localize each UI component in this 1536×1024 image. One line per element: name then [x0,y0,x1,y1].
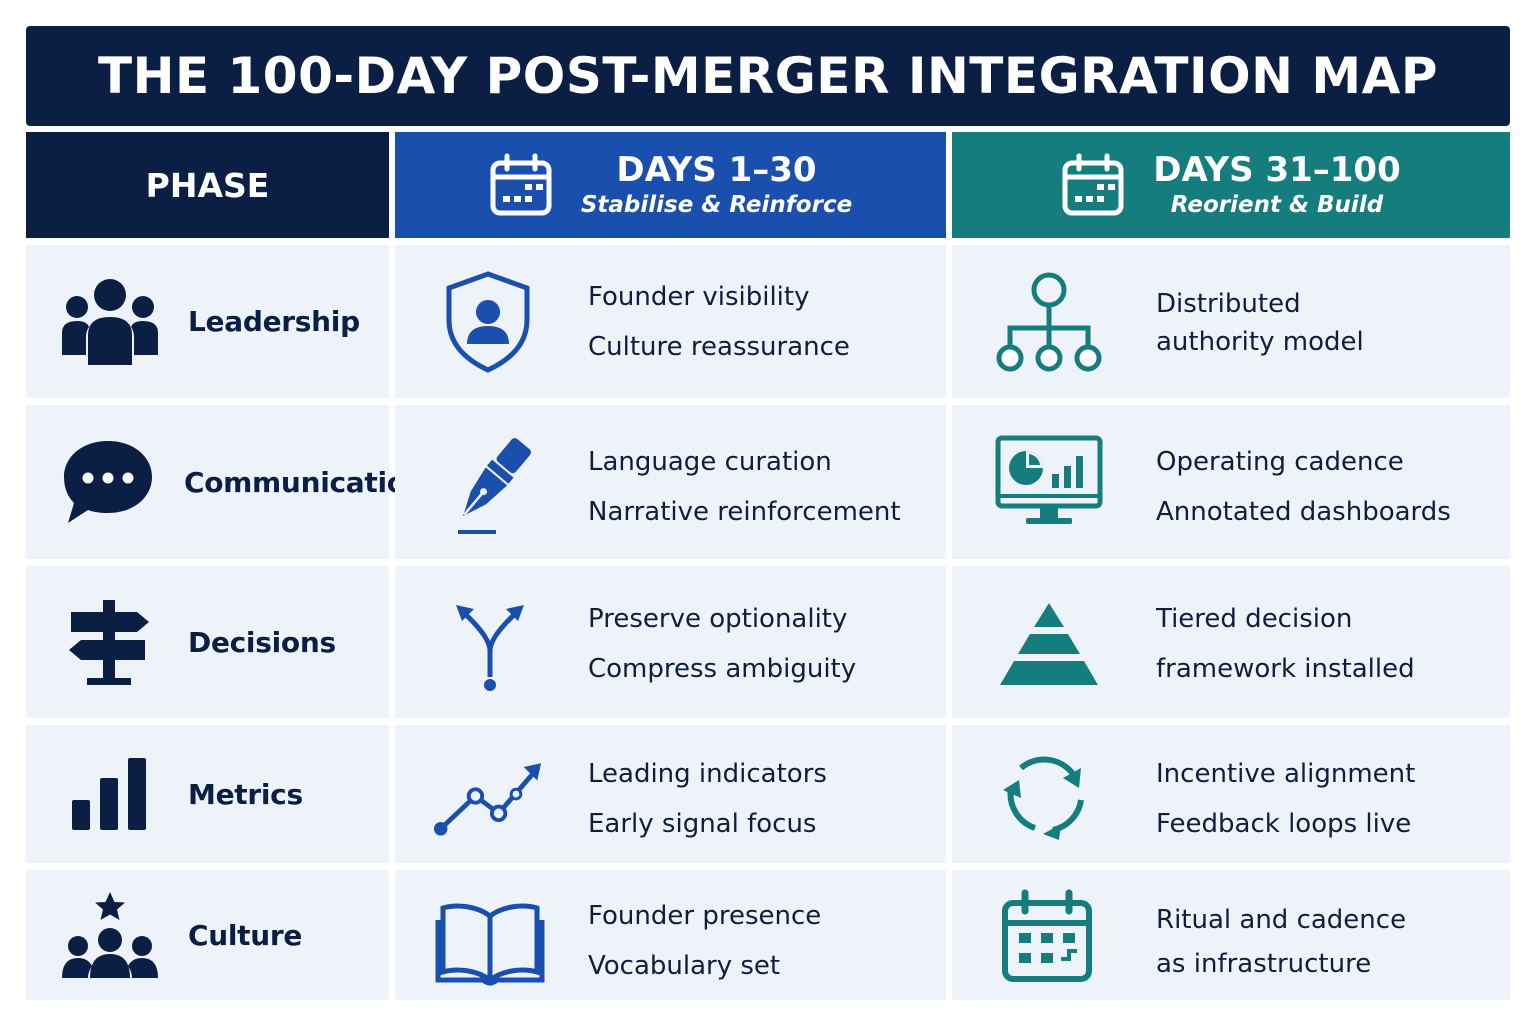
task-cell-communication-a: Language curation Narrative reinforcemen… [395,405,946,559]
header-subtitle: Stabilise & Reinforce [580,192,853,218]
phase-label: Communication [184,465,426,499]
task-line: Founder visibility [588,282,810,312]
task-cell-metrics-b: Incentive alignment Feedback loops live [952,725,1510,863]
task-line: Incentive alignment [1156,759,1416,789]
task-cell-metrics-a: Leading indicators Early signal focus [395,725,946,863]
shield-user-icon [433,267,543,377]
header-days-label: DAYS 31–100 [1153,150,1401,190]
phase-cell-culture: Culture [26,870,389,1000]
header-subtitle: Reorient & Build [1170,192,1384,218]
header-phase-label: PHASE [145,165,270,205]
task-cell-leadership-b: Distributed authority model [952,245,1510,398]
task-lines: Founder presence Vocabulary set [588,891,821,991]
phase-cell-communication: Communication [26,405,426,559]
phase-label: Culture [188,918,303,952]
signpost-icon [60,592,160,692]
task-line: Compress ambiguity [588,654,857,684]
header-phase: PHASE [26,132,389,238]
task-lines: Language curation Narrative reinforcemen… [588,437,901,537]
chat-bubble-icon [60,432,156,532]
task-cell-decisions-b: Tiered decision framework installed [952,566,1510,718]
task-lines: Founder visibility Culture reassurance [588,272,850,372]
task-line: Annotated dashboards [1156,497,1451,527]
task-line: Vocabulary set [588,951,781,981]
task-line: Narrative reinforcement [588,497,901,527]
task-cell-leadership-a: Founder visibility Culture reassurance [395,245,946,398]
task-line: Founder presence [588,901,822,931]
task-line: Language curation [588,447,832,477]
phase-label: Leadership [188,305,360,338]
fountain-pen-icon [435,429,545,539]
task-lines: Tiered decision framework installed [1156,594,1415,694]
phase-cell-leadership: Leadership [26,245,389,398]
task-line: Operating cadence [1156,447,1404,477]
task-line: Tiered decision [1156,604,1353,634]
star-team-icon [60,885,160,985]
team-icon [60,272,160,372]
task-lines: Distributed authority model [1156,285,1364,361]
header-days-label: DAYS 1–30 [616,150,817,190]
task-cell-decisions-a: Preserve optionality Compress ambiguity [395,566,946,718]
phase-label: Metrics [188,777,303,811]
task-lines: Ritual and cadence as infrastructure [1156,898,1406,986]
title-bar: THE 100-DAY POST-MERGER INTEGRATION MAP [26,26,1510,126]
task-line: Distributed [1156,289,1301,319]
task-lines: Leading indicators Early signal focus [588,749,827,849]
open-book-icon [435,886,545,996]
header-days-1-30: DAYS 1–30 Stabilise & Reinforce [395,132,946,238]
task-line: Ritual and cadence [1156,905,1407,935]
task-line: Culture reassurance [588,332,850,362]
task-cell-culture-b: Ritual and cadence as infrastructure [952,870,1510,1000]
phase-cell-decisions: Decisions [26,566,389,718]
task-line: Preserve optionality [588,604,848,634]
task-line: authority model [1156,327,1364,357]
task-line: Leading indicators [588,759,827,789]
header-days-31-100: DAYS 31–100 Reorient & Build [952,132,1510,238]
task-line: framework installed [1156,654,1415,684]
calendar-icon [1061,153,1125,217]
task-line: Early signal focus [588,809,817,839]
task-lines: Preserve optionality Compress ambiguity [588,594,856,694]
task-cell-culture-a: Founder presence Vocabulary set [395,870,946,1000]
calendar-icon [489,153,553,217]
page-title: THE 100-DAY POST-MERGER INTEGRATION MAP [98,47,1438,105]
task-lines: Operating cadence Annotated dashboards [1156,437,1451,537]
phase-label: Decisions [188,625,336,659]
dashboard-monitor-icon [994,427,1104,537]
bar-chart-icon [60,744,160,844]
task-line: Feedback loops live [1156,809,1412,839]
org-chart-icon [994,267,1104,377]
task-cell-communication-b: Operating cadence Annotated dashboards [952,405,1510,559]
phase-cell-metrics: Metrics [26,725,389,863]
task-line: as infrastructure [1156,949,1372,979]
cycle-arrows-icon [990,739,1100,849]
task-lines: Incentive alignment Feedback loops live [1156,749,1415,849]
fork-arrows-icon [435,588,545,698]
pyramid-icon [994,590,1104,700]
calendar-icon [992,882,1102,992]
trend-line-icon [433,741,543,851]
